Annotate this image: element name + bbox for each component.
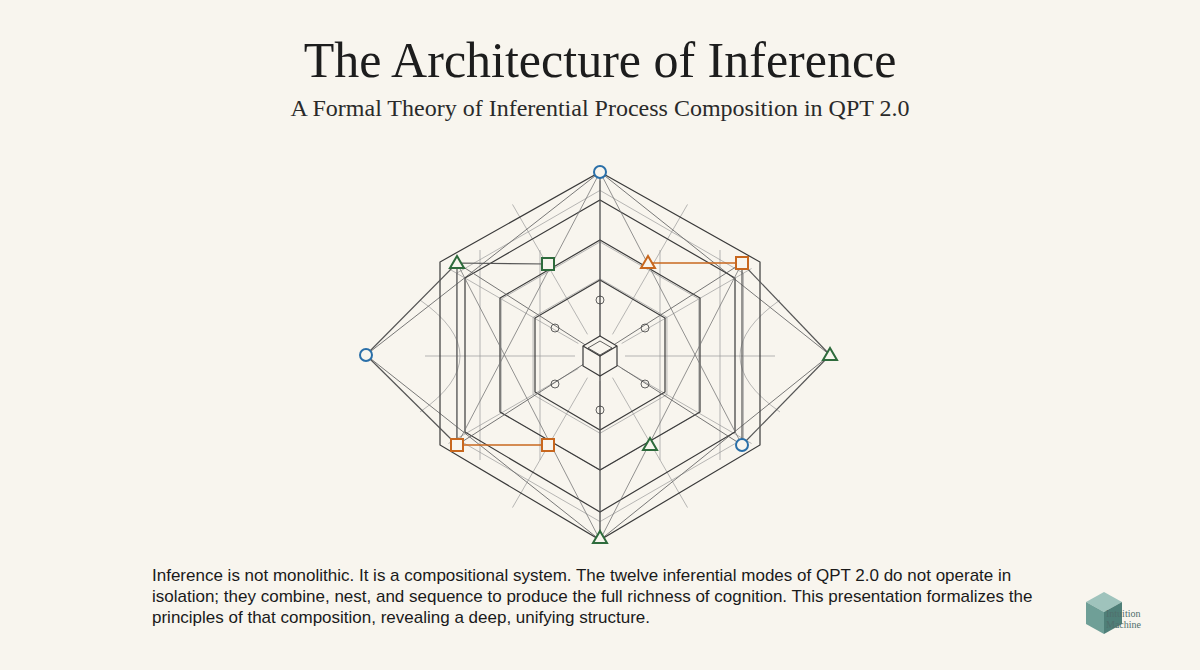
watermark: Intuition Machine (1106, 608, 1172, 630)
small-node (641, 380, 649, 388)
green-triangle (450, 256, 464, 268)
diagonal (600, 172, 742, 445)
green-triangle (823, 348, 837, 360)
title: The Architecture of Inference (0, 30, 1200, 90)
construction-line (540, 250, 541, 460)
small-node (596, 296, 604, 304)
orange-square (451, 439, 463, 451)
diagonal (600, 263, 742, 540)
left-edge (456, 263, 457, 445)
outer-diamond (366, 172, 830, 540)
orange-triangle (641, 256, 655, 268)
orange-square (736, 257, 748, 269)
orange-link (457, 444, 548, 446)
diagonal (457, 263, 742, 445)
diagonal (457, 263, 742, 445)
green-triangle (593, 531, 607, 543)
orange-square (542, 439, 554, 451)
caption: Inference is not monolithic. It is a com… (152, 565, 1057, 628)
vertical-axis (599, 172, 600, 540)
outer-hexagon (440, 172, 760, 540)
right-wing (742, 263, 830, 355)
small-node (596, 406, 604, 414)
construction-line (720, 250, 721, 460)
small-node (551, 380, 559, 388)
construction-line (660, 250, 661, 460)
right-edge (741, 263, 742, 445)
construction-line (513, 204, 588, 334)
blue-circle (594, 166, 606, 178)
center-cube (599, 356, 600, 376)
small-node (551, 324, 559, 332)
left-wing (366, 355, 457, 445)
construction-line (513, 378, 588, 508)
construction-line (613, 378, 688, 508)
construction-line (448, 269, 578, 344)
blue-circle (360, 349, 372, 361)
diagonal (457, 263, 600, 540)
center-cube (588, 341, 612, 355)
blue-circle (736, 439, 748, 451)
construction-line (480, 250, 481, 460)
construction-line (622, 269, 752, 344)
small-node (641, 324, 649, 332)
diagonal (457, 172, 600, 445)
center-cube (583, 336, 617, 376)
orange-link (648, 262, 742, 264)
right-wing (742, 355, 830, 445)
green-square (542, 258, 554, 270)
green-triangle (643, 438, 657, 450)
subtitle: A Formal Theory of Inferential Process C… (0, 93, 1200, 123)
